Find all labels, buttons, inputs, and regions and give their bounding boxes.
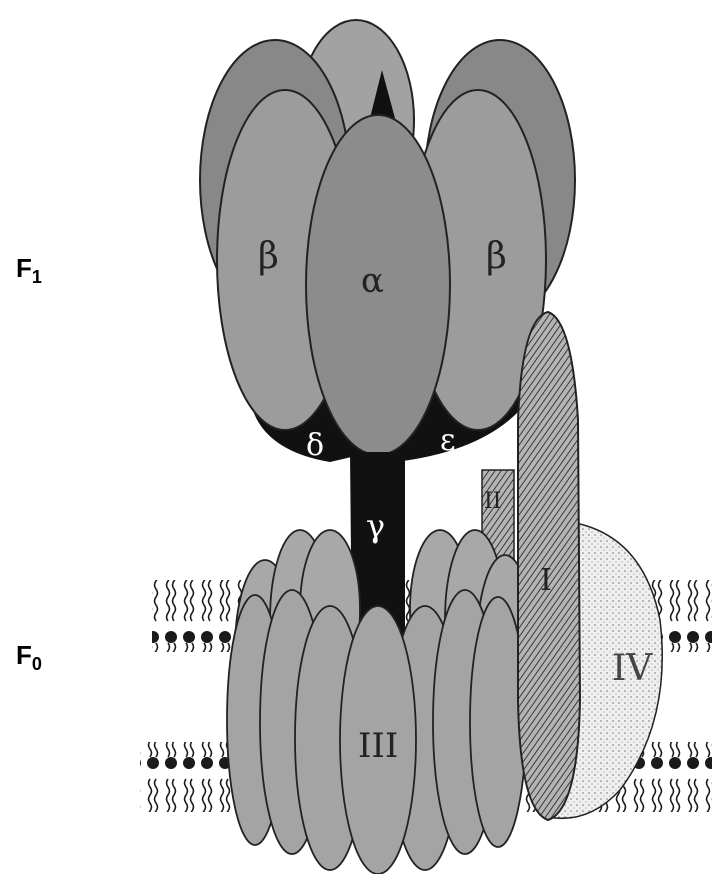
label-epsilon: ε [440, 423, 456, 458]
label-beta-right: β [486, 236, 507, 277]
label-delta: δ [306, 428, 324, 463]
label-ii: II [484, 489, 501, 514]
label-iii: III [358, 726, 398, 766]
label-beta-left: β [258, 236, 279, 277]
label-i: I [540, 563, 552, 598]
label-gamma: γ [366, 507, 385, 545]
label-alpha: α [361, 261, 384, 301]
label-iv: IV [612, 648, 653, 689]
